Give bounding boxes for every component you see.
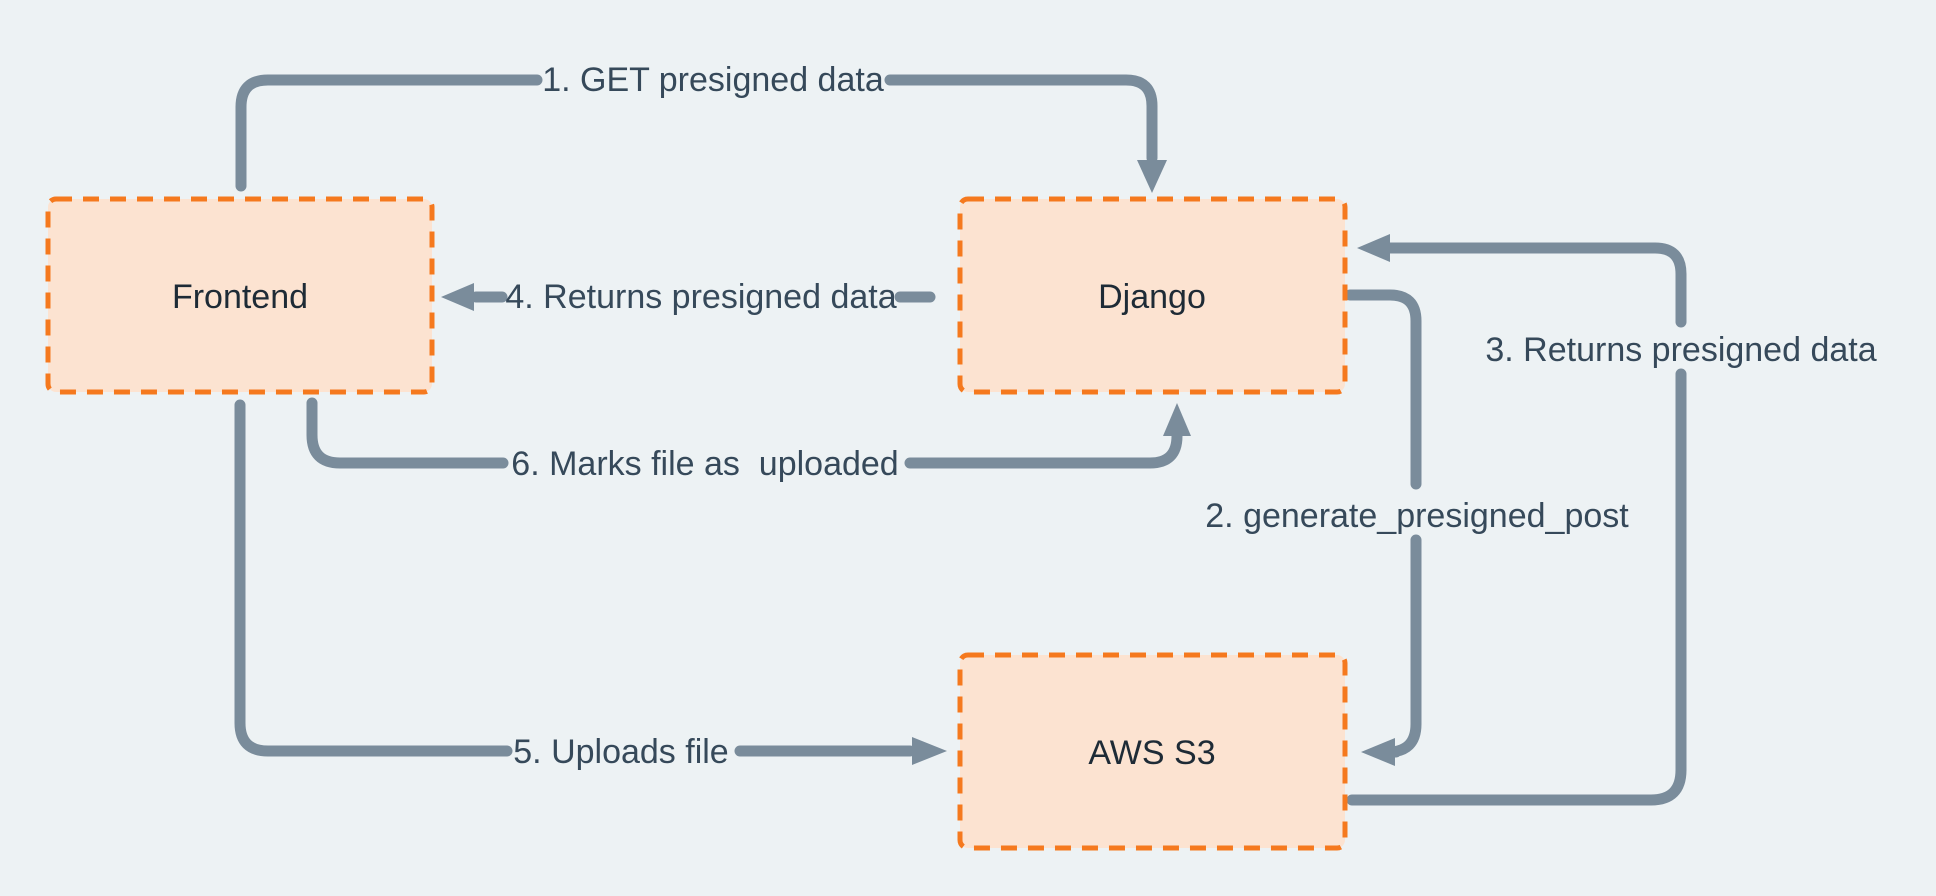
edge-6-segment-right: [904, 428, 1183, 469]
aws-s3-box: [957, 652, 1348, 851]
edge-6-segment-left: [306, 397, 509, 469]
aws-s3-label: AWS S3: [1088, 734, 1215, 772]
edge-1-segment-right: [884, 74, 1158, 164]
edge-2-segment-top: [1344, 289, 1422, 490]
frontend-label: Frontend: [172, 278, 308, 316]
edge-s3-to-django-returns: 3. Returns presigned data: [1346, 234, 1877, 806]
edge-6-label: 6. Marks file as uploaded: [511, 445, 898, 483]
node-django: Django: [957, 196, 1348, 395]
edge-4-arrowhead-left-icon: [441, 283, 474, 311]
edge-3-segment-bottom: [1346, 368, 1687, 806]
edge-1-label: 1. GET presigned data: [542, 61, 884, 99]
edge-2-segment-bottom: [1387, 534, 1422, 758]
edge-3-segment-top: [1384, 242, 1687, 328]
frontend-box: [45, 196, 435, 395]
edge-frontend-to-django-marks: 6. Marks file as uploaded: [306, 397, 1191, 483]
edge-5-arrowhead-right-icon: [912, 737, 947, 765]
edge-6-arrowhead-up-icon: [1163, 403, 1191, 436]
django-label: Django: [1098, 278, 1206, 316]
edge-django-to-frontend-returns: 4. Returns presigned data: [441, 278, 936, 316]
edge-3-label: 3. Returns presigned data: [1485, 331, 1876, 369]
edge-4-label: 4. Returns presigned data: [505, 278, 896, 316]
node-frontend: Frontend: [45, 196, 435, 395]
edge-1-arrowhead-down-icon: [1137, 160, 1167, 193]
django-box: [957, 196, 1348, 395]
edge-1-segment-left: [235, 74, 543, 192]
node-aws-s3: AWS S3: [957, 652, 1348, 851]
edge-3-arrowhead-left-icon: [1357, 234, 1390, 262]
edge-django-to-s3-generate: 2. generate_presigned_post: [1205, 289, 1629, 766]
edge-2-arrowhead-left-icon: [1361, 738, 1395, 766]
edge-frontend-to-s3-uploads: 5. Uploads file: [234, 399, 947, 771]
edge-5-label: 5. Uploads file: [513, 733, 728, 771]
edge-2-label: 2. generate_presigned_post: [1205, 497, 1629, 535]
edge-frontend-to-django-get: 1. GET presigned data: [235, 61, 1167, 193]
edge-5-segment-left: [234, 399, 513, 757]
